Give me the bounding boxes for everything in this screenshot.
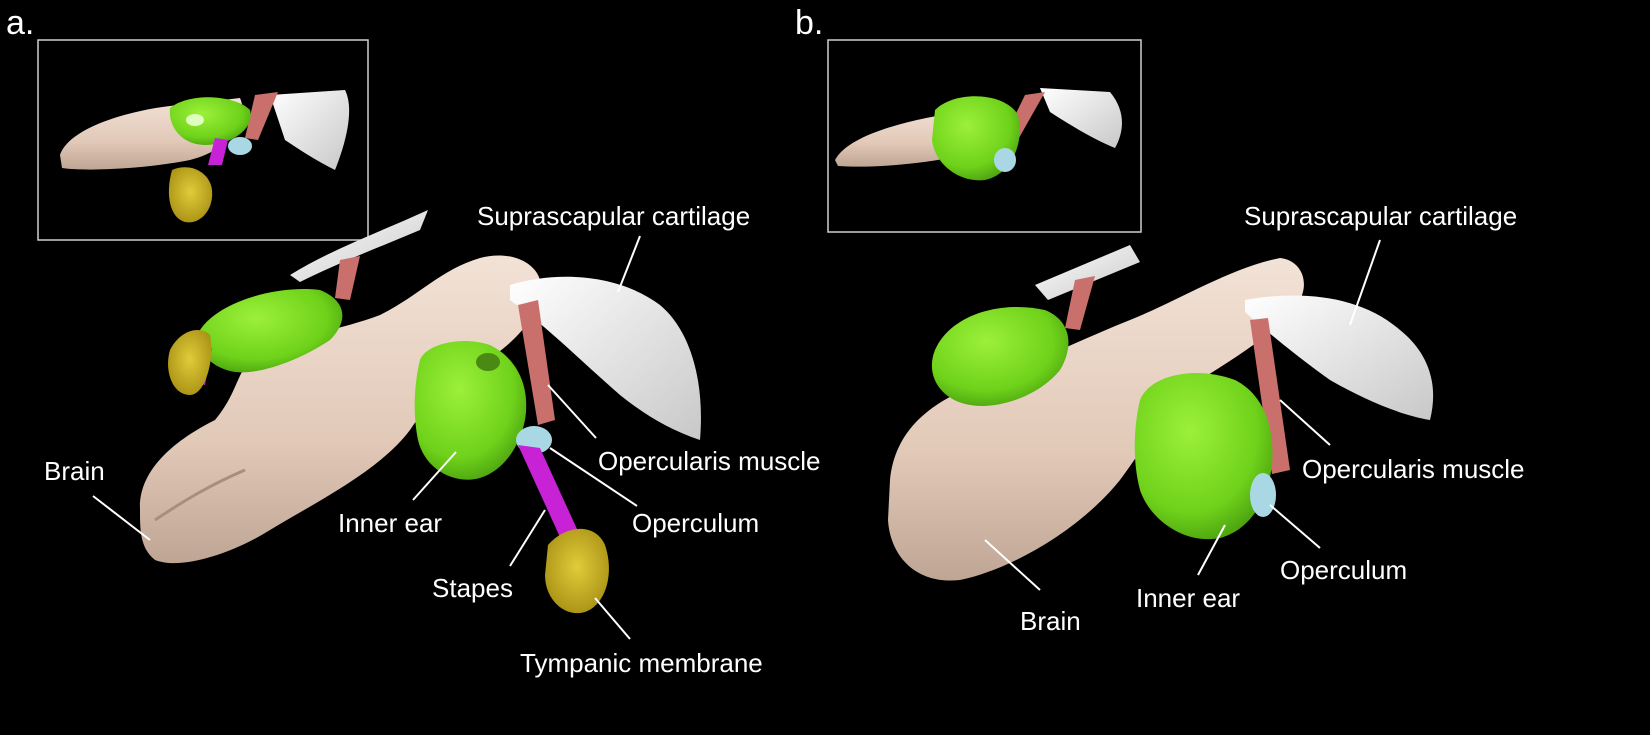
- panel-b-inset-frame: [827, 39, 1142, 233]
- tympanic-membrane-far-shape: [168, 330, 212, 395]
- brain-shape: [139, 255, 541, 564]
- inner-ear-hole-shape: [186, 114, 204, 126]
- leader-brain: [92, 495, 151, 541]
- inner-ear-far-shape: [931, 306, 1069, 406]
- panel-b-label-operculum: Operculum: [1280, 555, 1408, 585]
- panel-b-main-model: [888, 245, 1434, 581]
- panel-b-leader-lines: [984, 239, 1381, 591]
- panel-a-label-inner-ear: Inner ear: [338, 508, 443, 538]
- leader-inner-ear: [412, 451, 457, 501]
- panel-b-label-opercularis-muscle: Opercularis muscle: [1302, 454, 1525, 484]
- panel-a-label-brain: Brain: [44, 456, 105, 486]
- suprascapular-cartilage-shape: [1245, 295, 1434, 420]
- leader-opercularis-muscle: [1279, 399, 1331, 446]
- suprascapular-cartilage-shape: [510, 276, 701, 440]
- panel-a-label-tympanic-membrane: Tympanic membrane: [520, 648, 763, 678]
- panel-a-leader-lines: [92, 235, 641, 640]
- operculum-shape: [994, 148, 1016, 172]
- inner-ear-far-shape: [199, 289, 343, 373]
- panel-a-label-suprascapular-cartilage: Suprascapular cartilage: [477, 201, 751, 231]
- leader-inner-ear: [1197, 524, 1226, 576]
- suprascapular-cartilage-shape: [1040, 88, 1122, 148]
- leader-suprascapular-cartilage: [617, 235, 641, 293]
- suprascapular-cartilage-shape: [270, 90, 350, 170]
- stapes-shape: [518, 445, 582, 548]
- leader-suprascapular-cartilage: [1349, 239, 1381, 326]
- suprascapular-cartilage-far-shape: [290, 210, 428, 282]
- brain-shape: [888, 258, 1304, 581]
- leader-stapes: [509, 509, 546, 567]
- tympanic-membrane-shape: [545, 528, 609, 614]
- inner-ear-hole-shape: [476, 353, 500, 371]
- panel-a-inset-model: [60, 90, 350, 223]
- panel-a-letter: a.: [6, 4, 35, 42]
- operculum-shape: [228, 137, 252, 155]
- opercularis-muscle-far-shape: [335, 256, 360, 300]
- brain-groove: [154, 468, 246, 522]
- inner-ear-shape: [414, 340, 527, 480]
- panel-b-inset-model: [835, 88, 1122, 181]
- inner-ear-shape: [1134, 372, 1273, 540]
- panel-b-label-brain: Brain: [1020, 606, 1081, 636]
- opercularis-muscle-shape: [518, 300, 555, 425]
- leader-opercularis-muscle: [547, 384, 597, 439]
- panel-a-label-stapes: Stapes: [432, 573, 513, 603]
- panel-b-letter: b.: [795, 4, 824, 42]
- operculum-shape: [1250, 473, 1276, 517]
- opercularis-muscle-shape: [245, 92, 278, 140]
- panel-a-label-operculum: Operculum: [632, 508, 760, 538]
- panel-b-label-inner-ear: Inner ear: [1136, 583, 1241, 613]
- panel-b-render: [827, 39, 1434, 591]
- panel-b-label-suprascapular-cartilage: Suprascapular cartilage: [1244, 201, 1518, 231]
- opercularis-muscle-far-shape: [1065, 276, 1095, 330]
- tympanic-membrane-shape: [168, 167, 213, 223]
- leader-brain: [984, 539, 1041, 591]
- inner-ear-shape: [169, 97, 251, 145]
- leader-operculum: [549, 447, 638, 507]
- panel-a-inset-frame: [37, 39, 369, 241]
- stapes-shape: [208, 138, 228, 165]
- panel-a-main-model: [139, 210, 701, 614]
- leader-operculum: [1269, 504, 1321, 549]
- suprascapular-cartilage-far-shape: [1035, 245, 1140, 300]
- leader-tympanic-membrane: [594, 597, 631, 640]
- opercularis-muscle-shape: [1250, 318, 1290, 474]
- panel-a-label-opercularis-muscle: Opercularis muscle: [598, 446, 821, 476]
- panel-a-render: [37, 39, 701, 640]
